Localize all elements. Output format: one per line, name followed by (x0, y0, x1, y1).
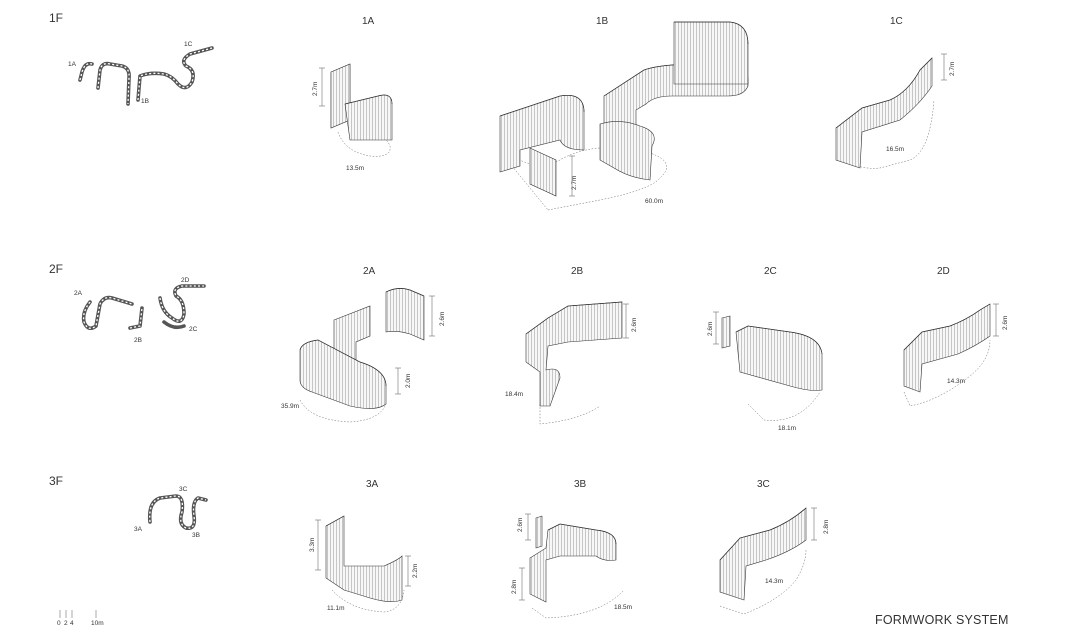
module-3b: 3B 2.6m 2.8m 18.5m (511, 479, 632, 619)
scale-tick: 2 (64, 620, 68, 627)
module-2a: 2A 2.6m 2.0m 35.9m (281, 266, 446, 423)
module-title: 1B (596, 16, 609, 27)
floor-3f-row: 3F 3A 3B 3C 3A 3.3m 2.2m 11.1m 3 (49, 474, 830, 619)
site-plan-2f: 2A 2B 2C 2D (74, 277, 206, 344)
plan-tag: 1A (68, 61, 77, 68)
module-title: 1C (890, 16, 903, 27)
floor-1f-row: 1F 1A 1B 1C 1A 2.7m 13.5m (49, 11, 956, 211)
module-title: 2D (937, 266, 950, 277)
height-label: 2.6m (1002, 316, 1009, 330)
module-title: 2C (764, 266, 777, 277)
height-label: 2.6m (439, 312, 446, 326)
length-label: 60.0m (645, 198, 663, 205)
plan-tag: 3B (192, 532, 200, 539)
plan-tag: 3C (179, 486, 188, 493)
length-label: 16.5m (886, 146, 904, 153)
module-3a: 3A 3.3m 2.2m 11.1m (309, 479, 419, 613)
module-2c: 2C 2.6m 18.1m (707, 266, 823, 432)
floor-label: 1F (49, 11, 63, 25)
plan-tag: 2C (189, 326, 198, 333)
length-label: 35.9m (281, 403, 299, 410)
module-1b: 1B 2.7m 60.0m (499, 16, 749, 211)
plan-tag: 1B (141, 98, 149, 105)
module-1a: 1A 2.7m 13.5m (312, 16, 393, 172)
length-label: 18.5m (614, 604, 632, 611)
length-label: 14.3m (947, 378, 965, 385)
module-title: 3C (757, 479, 770, 490)
height-label-2: 2.0m (405, 374, 412, 388)
length-label: 18.4m (505, 391, 523, 398)
scale-tick: 10m (91, 620, 104, 627)
height-label-2: 2.8m (511, 580, 518, 594)
length-label: 13.5m (346, 165, 364, 172)
height-label: 3.3m (309, 538, 316, 552)
module-title: 2A (363, 266, 376, 277)
height-label: 2.7m (312, 82, 319, 96)
plan-tag: 2D (181, 277, 190, 284)
length-label: 14.3m (765, 578, 783, 585)
site-plan-3f: 3A 3B 3C (134, 486, 208, 539)
module-3c: 3C 2.8m 14.3m (719, 479, 830, 615)
scale-tick: 0 (57, 620, 61, 627)
floor-2f-row: 2F 2A 2B 2C 2D 2A 2.6m (49, 262, 1009, 432)
length-label: 11.1m (327, 605, 345, 612)
diagram-footer-title: FORMWORK SYSTEM (875, 613, 1009, 627)
floor-label: 3F (49, 474, 63, 488)
scale-tick: 4 (70, 620, 74, 627)
module-1c: 1C 2.7m 16.5m (835, 16, 956, 169)
plan-tag: 2A (74, 290, 83, 297)
module-title: 2B (571, 266, 584, 277)
module-2b: 2B 2.6m 18.4m (505, 266, 638, 425)
height-label: 2.6m (517, 518, 524, 532)
site-plan-1f: 1A 1B 1C (68, 41, 214, 106)
module-title: 3B (574, 479, 587, 490)
plan-tag: 1C (184, 41, 193, 48)
height-label: 2.8m (823, 520, 830, 534)
height-label-2: 2.2m (412, 564, 419, 578)
length-label: 18.1m (778, 425, 796, 432)
scale-bar: 0 2 4 10m (57, 610, 104, 627)
height-label: 2.7m (949, 62, 956, 76)
height-label: 2.6m (707, 322, 714, 336)
plan-tag: 2B (134, 337, 142, 344)
module-2d: 2D 2.6m 14.3m (903, 266, 1009, 407)
height-label: 2.7m (571, 176, 578, 190)
plan-tag: 3A (134, 526, 143, 533)
module-title: 3A (366, 479, 379, 490)
module-title: 1A (362, 16, 375, 27)
floor-label: 2F (49, 262, 63, 276)
height-label: 2.6m (631, 318, 638, 332)
